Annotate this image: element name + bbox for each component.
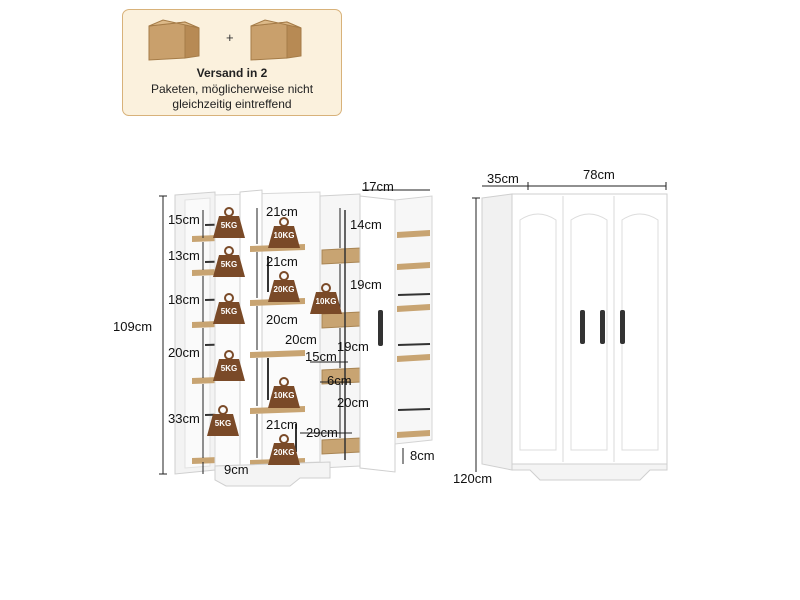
middle-height-label: 21cm <box>266 254 298 269</box>
weight-badge: 5KG <box>210 245 248 279</box>
rack-height-label: 19cm <box>350 277 382 292</box>
shipping-line-2: gleichzeitig eintreffend <box>172 97 292 111</box>
package-box-icon <box>148 19 200 61</box>
weight-label: 5KG <box>220 260 238 269</box>
middle-height-label: 21cm <box>266 417 298 432</box>
open-door-right <box>359 195 433 473</box>
package-box-icon <box>250 19 302 61</box>
door-handle-icon <box>600 310 605 344</box>
weight-label: 10KG <box>273 231 295 240</box>
rack-height-label: 14cm <box>350 217 382 232</box>
weight-badge: 20KG <box>265 433 303 467</box>
middle-height-label: 20cm <box>266 312 298 327</box>
width-label: 78cm <box>583 167 615 182</box>
shipping-text: Paketen, möglicherweise nicht gleichzeit… <box>123 82 341 112</box>
weight-badge: 10KG <box>265 216 303 250</box>
door-width-label: 17cm <box>362 179 394 194</box>
weight-badge: 5KG <box>210 349 248 383</box>
depth-label: 35cm <box>487 171 519 186</box>
rack-height-label: 19cm <box>337 339 369 354</box>
shelf-height-label: 20cm <box>168 345 200 360</box>
weight-badge: 10KG <box>265 376 303 410</box>
shipping-line-1: Paketen, möglicherweise nicht <box>150 82 314 96</box>
shelf-height-label: 13cm <box>168 248 200 263</box>
shelf-height-label: 33cm <box>168 411 200 426</box>
weight-badge: 5KG <box>210 206 248 240</box>
weight-badge: 20KG <box>265 270 303 304</box>
dimension-lines <box>159 189 430 475</box>
small-depth-label: 6cm <box>327 373 352 388</box>
weight-label: 5KG <box>214 419 232 428</box>
middle-height-label: 21cm <box>266 204 298 219</box>
rack-height-label: 20cm <box>337 395 369 410</box>
weight-badge: 10KG <box>307 282 345 316</box>
bottom-gap-label: 9cm <box>224 462 249 477</box>
base-height-label: 8cm <box>410 448 435 463</box>
shipping-title: Versand in 2 <box>196 66 268 80</box>
weight-label: 5KG <box>220 221 238 230</box>
door-handle-icon <box>620 310 625 344</box>
weight-badge: 5KG <box>204 404 242 438</box>
weight-label: 10KG <box>315 297 337 306</box>
middle-height-label: 20cm <box>285 332 317 347</box>
weight-label: 20KG <box>273 285 295 294</box>
closed-cabinet <box>481 193 668 481</box>
door-handle-icon <box>580 310 585 344</box>
small-width-label: 15cm <box>305 349 337 364</box>
height-total-label: 109cm <box>113 319 153 334</box>
cabinet-base <box>214 461 331 487</box>
closed-cabinet-dimension-lines <box>472 182 667 472</box>
weight-badge: 5KG <box>210 292 248 326</box>
plus-sign: + <box>226 30 234 45</box>
drawer-width-label: 29cm <box>306 425 338 440</box>
weight-label: 20KG <box>273 448 295 457</box>
shipping-info-box: + Versand in 2 Paketen, möglicherweise n… <box>122 9 342 116</box>
shelf-height-label: 18cm <box>168 292 200 307</box>
weight-label: 5KG <box>220 307 238 316</box>
shelf-height-label: 15cm <box>168 212 200 227</box>
full-height-label: 120cm <box>453 471 493 486</box>
weight-label: 5KG <box>220 364 238 373</box>
weight-label: 10KG <box>273 391 295 400</box>
open-cabinet-left-section <box>174 191 245 475</box>
